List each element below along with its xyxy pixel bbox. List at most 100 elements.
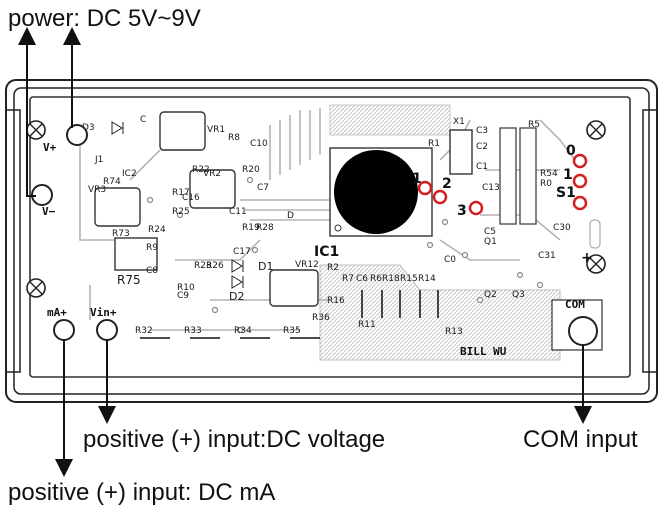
mounting-screw-tr [586,120,606,140]
label-r74: R74 [103,177,121,187]
label-c0: C0 [444,255,456,265]
cap-c13 [499,127,517,225]
label-r24: R24 [148,225,166,235]
signature: BILL WU [460,345,507,358]
label-q2: Q2 [484,290,497,300]
pin-label-v-plus: V+ [43,141,57,154]
label-r10: R10 [177,283,195,293]
label-r6: R6 [370,274,382,284]
label-c11: C11 [229,207,247,217]
label-r5: R5 [528,120,540,130]
pin-label-com: COM [565,298,585,311]
mounting-screw-tl [26,120,46,140]
pin-label-vin-plus: Vin+ [90,306,117,319]
ic1-blob [334,150,418,234]
label-c8: C8 [146,266,158,276]
pin-label-ma-plus: mA+ [47,306,67,319]
label-d1: D1 [258,260,273,273]
label-r1: R1 [428,139,440,149]
label-c30: C30 [553,223,571,233]
label-r0: R0 [540,179,552,189]
label-vr12: VR12 [295,260,319,270]
ic1-pin1-dot [334,224,342,232]
label-d: D [287,211,294,221]
label-c17: C17 [233,247,251,257]
bezel-step-right [642,109,658,373]
diode-d2 [231,275,244,289]
label-r32: R32 [135,326,153,336]
mounting-screw-br [586,254,606,274]
trimmer-vr1 [159,111,206,151]
label-c1: C1 [476,162,488,172]
jumper-pad-1 [572,173,588,189]
diode-d1 [231,259,244,273]
label-d2: D2 [229,290,244,303]
label-r11: R11 [358,320,376,330]
label-q3: Q3 [512,290,525,300]
label-r2: R2 [327,263,339,273]
label-c: C [140,115,146,125]
label-c31: C31 [538,251,556,261]
label-vr1: VR1 [207,125,225,135]
label-q1: Q1 [484,237,497,247]
dp-pad-2 [432,189,448,205]
dp-label-2: 2 [442,176,452,192]
label-r23: R23 [194,261,212,271]
vias [146,176,544,334]
label-r7: R7 [342,274,354,284]
label-ic1: IC1 [314,244,339,260]
label-r54: R54 [540,169,558,179]
diode-d3 [111,121,124,135]
label-r33: R33 [184,326,202,336]
label-r35: R35 [283,326,301,336]
label-r18: R18 [382,274,400,284]
label-r75: R75 [117,273,141,287]
trimmer-vr3 [94,187,141,227]
label-r26: R26 [206,261,224,271]
label-d3: D3 [82,123,95,133]
trimmer-vr2 [189,169,236,209]
power-callout: power: DC 5V~9V [8,5,201,32]
trimmer-vr12 [269,269,319,307]
label-r22: R22 [192,165,210,175]
jumper-pad-0 [572,153,588,169]
bezel-step-left [5,109,21,373]
dp-pad-3 [468,200,484,216]
terminal-com [568,316,598,346]
label-c10: C10 [250,139,268,149]
label-c13: C13 [482,183,500,193]
label-c2: C2 [476,142,488,152]
com-input-callout: COM input [523,426,638,453]
label-r8: R8 [228,133,240,143]
dp-label-3: 3 [457,203,467,219]
label-r28: R28 [256,223,274,233]
label-r73: R73 [112,229,130,239]
resistor-row [140,290,439,339]
label-c9: C9 [177,291,189,301]
ma-input-callout: positive (+) input: DC mA [8,479,276,506]
label-r20: R20 [242,165,260,175]
label-c16: C16 [182,193,200,203]
terminal-vin-plus [96,319,118,341]
label-r19: R19 [242,223,260,233]
label-r9: R9 [146,243,158,253]
label-x1: X1 [453,117,465,127]
bezel-inner [13,87,650,395]
label-c7: C7 [257,183,269,193]
silkscreen-labels: D3 J1 C VR1 R8 C10 R22 R20 C7 VR2 R17 IC… [82,115,571,358]
copper-pour-top [329,104,451,136]
plus-mark: + [581,250,593,266]
right-edge-slot [589,219,601,249]
jumper-pad-s1 [572,195,588,211]
label-c3: C3 [476,126,488,136]
dp-label-1: 1 [412,171,422,187]
label-r17: R17 [172,188,190,198]
label-r15: R15 [400,274,418,284]
jumper-label-1: 1 [563,167,573,183]
crystal-x1 [449,129,473,175]
label-ic2: IC2 [122,169,137,179]
label-r36: R36 [312,313,330,323]
label-r16: R16 [327,296,345,306]
voltage-input-callout: positive (+) input:DC voltage [83,426,386,453]
